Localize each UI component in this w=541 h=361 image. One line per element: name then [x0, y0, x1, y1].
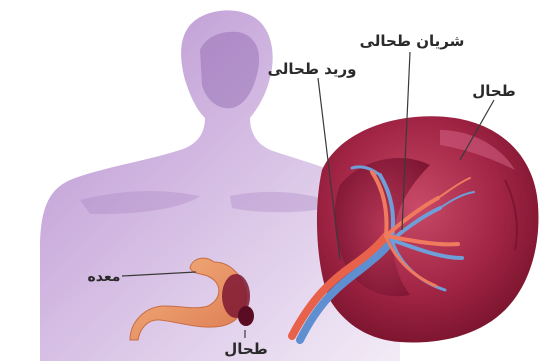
spleen-enlarged — [317, 116, 539, 342]
label-stomach: معده — [88, 269, 121, 285]
label-spleen-small: طحال — [224, 340, 268, 358]
label-splenic-vein: ورید طحالی — [268, 60, 357, 78]
small-spleen-lower — [238, 306, 254, 326]
label-spleen-main: طحال — [472, 82, 516, 100]
label-splenic-artery: شریان طحالی — [360, 32, 465, 50]
